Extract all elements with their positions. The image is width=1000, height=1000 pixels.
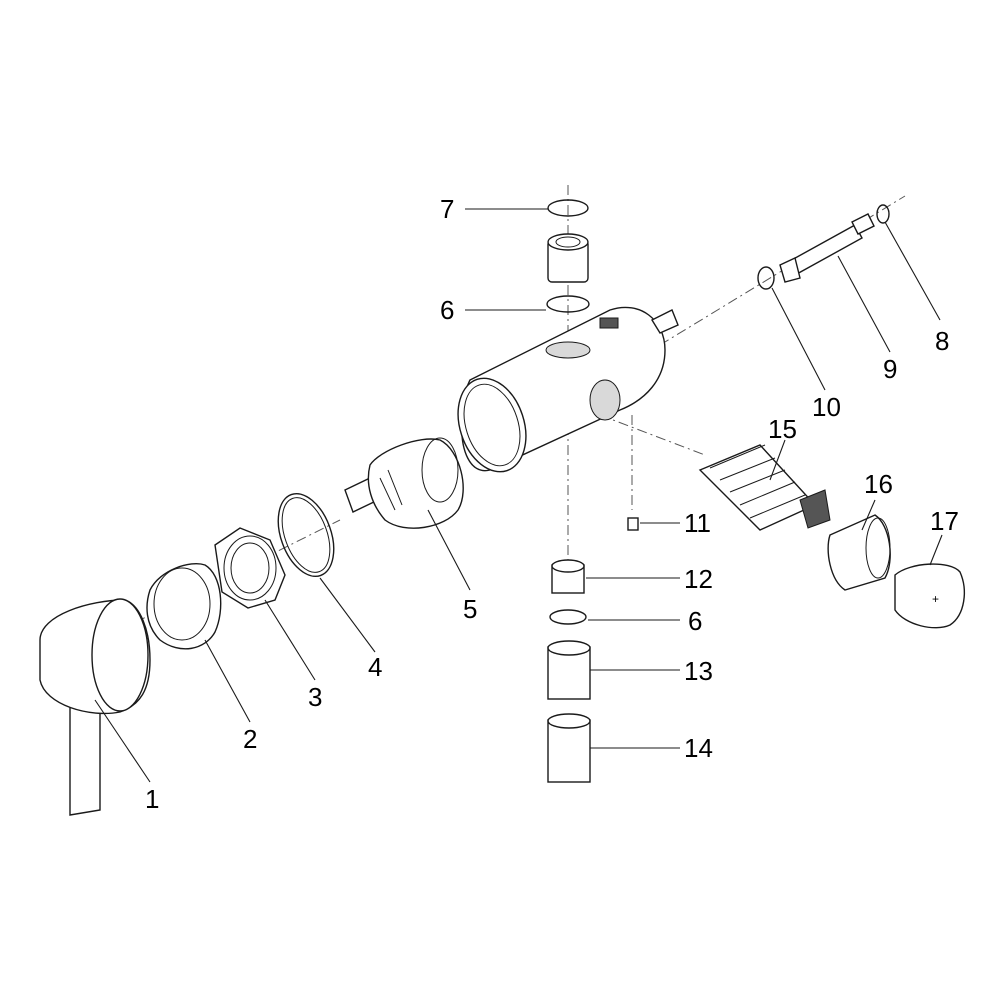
callout-12: 12	[684, 564, 713, 594]
callout-1: 1	[145, 784, 159, 814]
cover-ring-part	[146, 563, 222, 650]
callout-3: 3	[308, 682, 322, 712]
thermo-cartridge-part	[698, 444, 831, 531]
callout-15: 15	[768, 414, 797, 444]
set-screw-part	[627, 517, 639, 531]
top-fitting-part	[547, 233, 589, 283]
o-ring-lower-part	[549, 609, 587, 625]
callout-14: 14	[684, 733, 713, 763]
callout-6-upper: 6	[440, 295, 454, 325]
callout-9: 9	[883, 354, 897, 384]
bushing-part	[551, 559, 585, 594]
callout-13: 13	[684, 656, 713, 686]
circlip-part	[876, 204, 890, 224]
o-ring-part	[277, 492, 335, 578]
o-ring-top-part	[547, 199, 589, 217]
callout-16: 16	[864, 469, 893, 499]
svg-text:+: +	[932, 592, 939, 606]
callout-11: 11	[684, 508, 711, 538]
cap-part: +	[894, 563, 966, 629]
nut-part	[214, 527, 286, 609]
callout-10: 10	[812, 392, 841, 422]
cartridge-part	[344, 437, 464, 529]
cap-sleeve-part	[827, 514, 891, 591]
handle-lever-part	[39, 598, 151, 816]
callout-labels: 1 2 3 4 5 6 6 7 8 9 10 11 12 13 14 15 16…	[145, 194, 959, 814]
sleeve-part	[547, 713, 591, 783]
callout-5: 5	[463, 594, 477, 624]
o-ring-upper-part	[546, 295, 590, 313]
callout-17: 17	[930, 506, 959, 536]
callout-2: 2	[243, 724, 257, 754]
small-ring-part	[757, 266, 775, 290]
callout-8: 8	[935, 326, 949, 356]
leader-lines	[94, 208, 943, 783]
callout-7: 7	[440, 194, 454, 224]
callout-4: 4	[368, 652, 382, 682]
extension-part	[547, 640, 591, 700]
spindle-part	[779, 213, 875, 283]
callout-6-lower: 6	[688, 606, 702, 636]
valve-body-part	[457, 306, 679, 473]
